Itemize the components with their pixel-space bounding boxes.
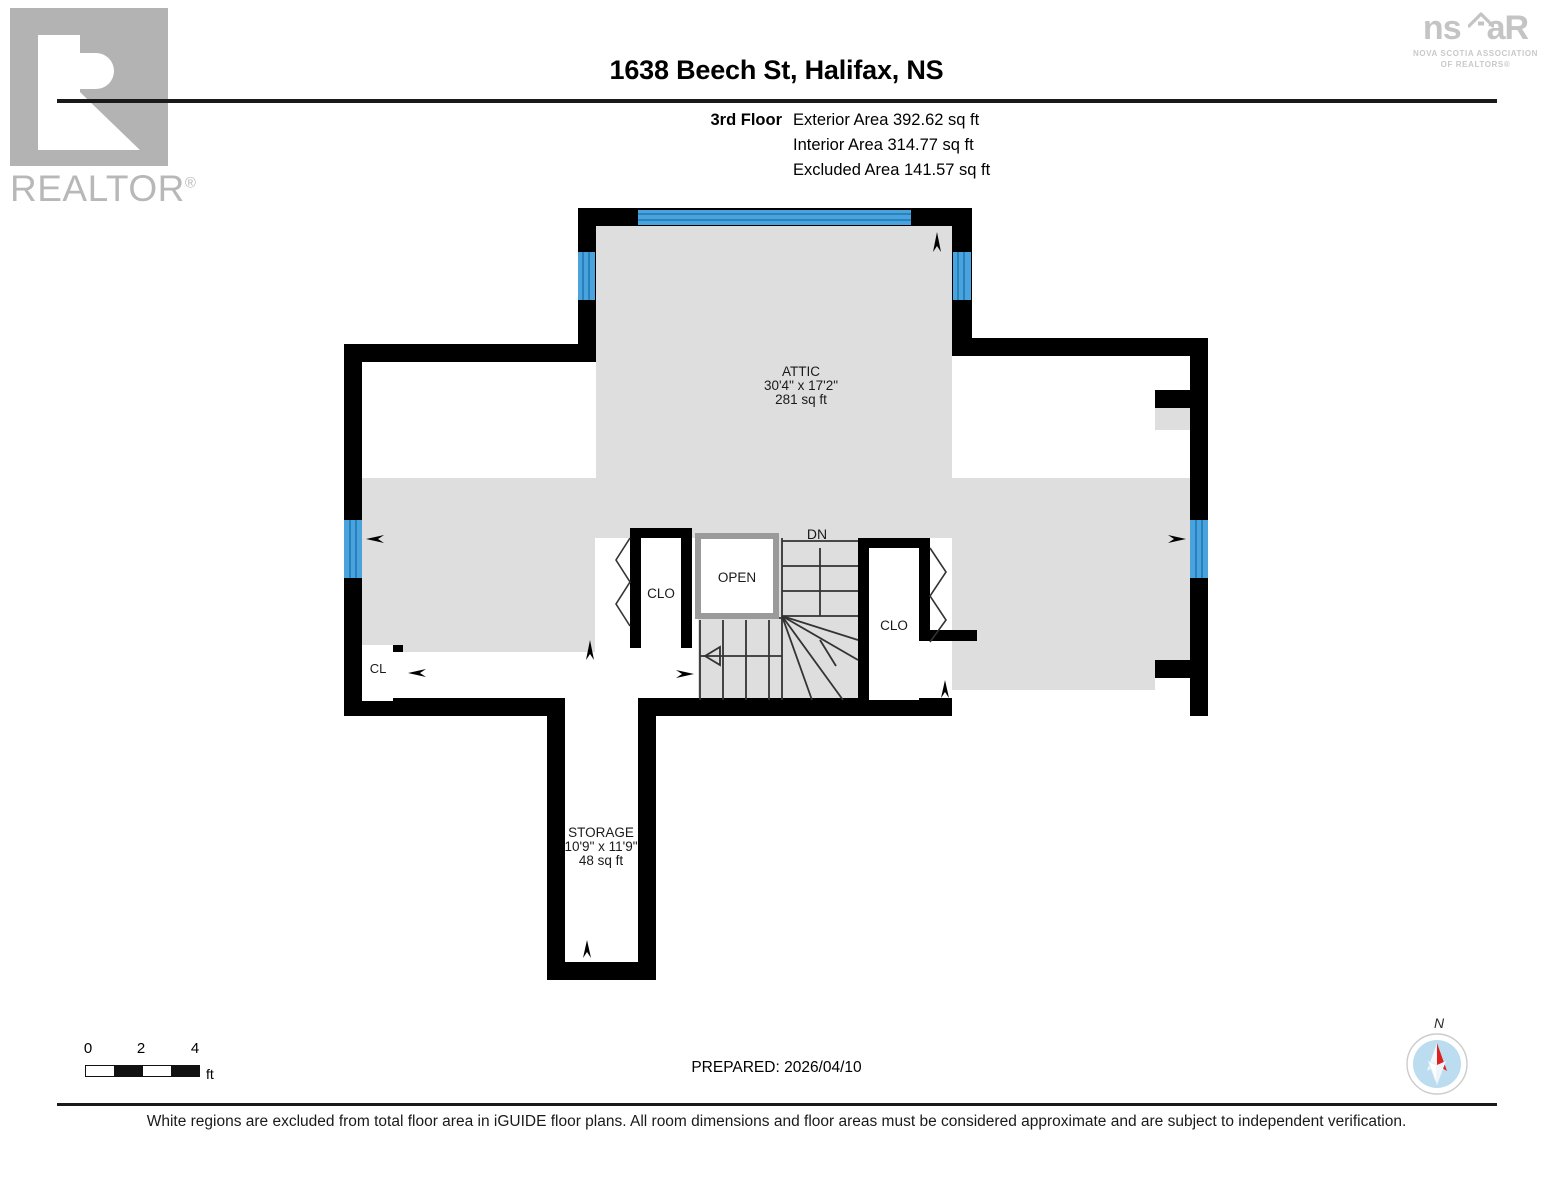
floor-summary: 3rd Floor Exterior Area 392.62 sq ft Int…	[700, 108, 1220, 183]
realtor-wordmark: REALTOR®	[10, 168, 196, 210]
stair-direction-label: DN	[807, 526, 827, 542]
compass-north-label: N	[1434, 1015, 1445, 1031]
exterior-area-text: Exterior Area 392.62 sq ft	[793, 111, 980, 129]
floor-label: 3rd Floor	[710, 111, 782, 129]
windows	[344, 210, 1208, 578]
prepared-date: PREPARED: 2026/04/10	[691, 1059, 862, 1076]
excluded-floor-regions	[362, 356, 1190, 962]
room-area-attic: 281 sq ft	[775, 392, 827, 407]
nsar-wordmark-right: aR	[1486, 9, 1529, 47]
floor-plan-drawing: DN OPEN	[344, 208, 1208, 980]
room-name-attic: ATTIC	[782, 364, 820, 379]
realtor-registered-mark: ®	[184, 174, 197, 192]
nsar-subtitle-line-2: OF REALTORS®	[1440, 60, 1511, 69]
room-labels: ATTIC 30'4" x 17'2" 281 sq ft STORAGE 10…	[370, 364, 908, 868]
excluded-area-text: Excluded Area 141.57 sq ft	[793, 161, 991, 179]
house-roof-icon	[1468, 12, 1494, 28]
realtor-wordmark-text: REALTOR	[10, 168, 185, 209]
page-title: 1638 Beech St, Halifax, NS	[609, 55, 944, 85]
open-well-label: OPEN	[718, 570, 756, 585]
interior-area-text: Interior Area 314.77 sq ft	[793, 136, 974, 154]
door-swings	[615, 537, 947, 643]
closet-label-small: CL	[370, 661, 387, 676]
compass-rose: N	[1404, 1015, 1476, 1097]
realtor-r-mark-icon	[10, 8, 168, 166]
disclaimer-text: White regions are excluded from total fl…	[146, 1113, 1407, 1130]
scale-tick-0: 0	[83, 1040, 93, 1057]
door-opening-arrows	[366, 232, 1186, 958]
room-area-storage: 48 sq ft	[579, 853, 624, 868]
nsar-subtitle-line-1: NOVA SCOTIA ASSOCIATION	[1412, 49, 1539, 58]
room-dimensions-attic: 30'4" x 17'2"	[764, 378, 838, 393]
staircase: DN	[698, 526, 859, 701]
scale-bar-track	[85, 1065, 200, 1077]
included-floor-regions	[360, 222, 1196, 700]
footer-divider	[57, 1103, 1497, 1106]
room-dimensions-storage: 10'9" x 11'9"	[564, 839, 637, 854]
scale-bar-unit: ft	[206, 1066, 214, 1082]
room-name-storage: STORAGE	[568, 825, 634, 840]
open-well: OPEN	[695, 533, 779, 619]
closet-label-right: CLO	[880, 618, 908, 633]
realtor-logo: REALTOR®	[10, 8, 200, 209]
nsar-wordmark-left: ns	[1422, 9, 1462, 47]
scale-bar: 0 2 4 ft	[80, 1040, 260, 1086]
closet-label-left: CLO	[647, 586, 675, 601]
header-divider	[57, 99, 1497, 103]
compass-icon	[1406, 1033, 1468, 1095]
scale-tick-2: 2	[136, 1040, 146, 1057]
scale-tick-4: 4	[190, 1040, 200, 1057]
